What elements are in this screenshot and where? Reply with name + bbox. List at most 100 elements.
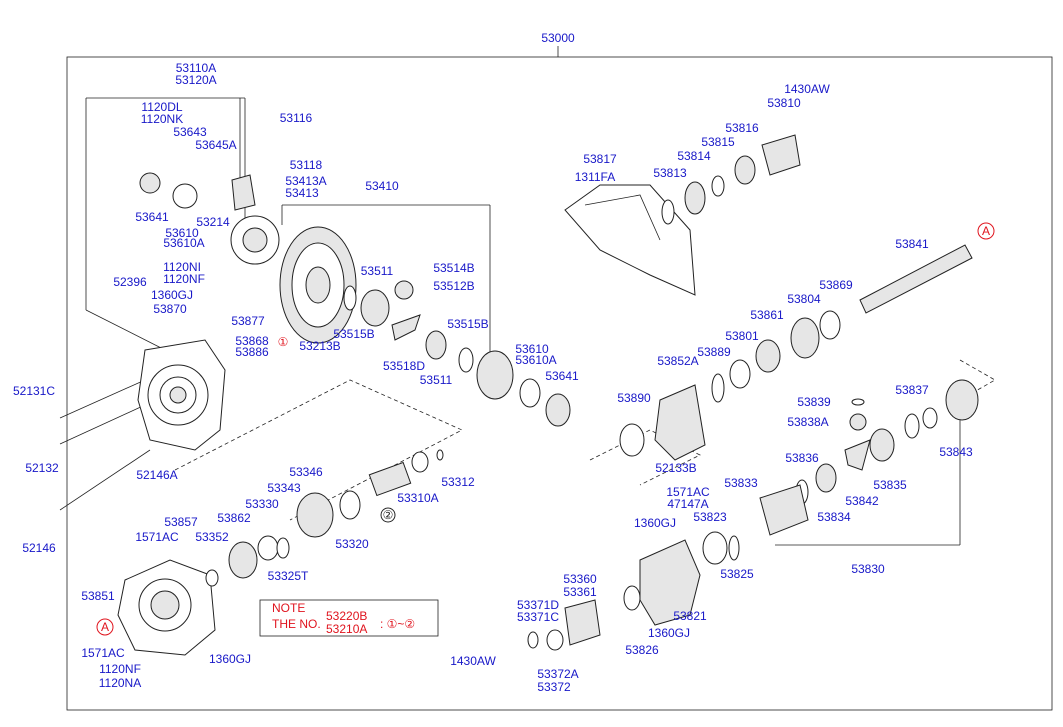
- ref-2: ②: [383, 508, 394, 522]
- transfer-housing-drawing: [564, 134, 801, 296]
- bearing-cap-drawing: [139, 172, 280, 265]
- ref-a-upper: A: [982, 224, 990, 238]
- part-label-53214: 53214: [196, 215, 230, 229]
- part-label-53312: 53312: [441, 475, 475, 489]
- ref-a-lower: A: [101, 620, 109, 634]
- front-differential-drawing: [759, 379, 979, 536]
- part-label-53643: 53643: [173, 125, 207, 139]
- part-label-1360gjb: 1360GJ: [209, 652, 251, 666]
- part-label-53830: 53830: [851, 562, 885, 576]
- note-code-1: 53220B: [326, 609, 367, 623]
- part-label-53889: 53889: [697, 345, 731, 359]
- output-shaft-drawing: [711, 244, 973, 403]
- part-label-52146: 52146: [22, 541, 56, 555]
- part-label-1360gjd: 1360GJ: [648, 626, 690, 640]
- part-label-53801: 53801: [725, 329, 759, 343]
- part-label-53870: 53870: [153, 302, 187, 316]
- part-label-53641b: 53641: [545, 369, 579, 383]
- part-label-53610b: 53610: [515, 342, 549, 356]
- part-label-53413a: 53413A: [285, 174, 326, 188]
- part-label-53833: 53833: [724, 476, 758, 490]
- pinion-shaft-drawing: [296, 449, 444, 538]
- part-label-53842: 53842: [845, 494, 879, 508]
- part-label-1120nk: 1120NK: [141, 112, 183, 126]
- part-label-53804: 53804: [787, 292, 821, 306]
- part-label-53330: 53330: [245, 497, 279, 511]
- part-label-53852a: 53852A: [657, 354, 698, 368]
- part-label-53835: 53835: [873, 478, 907, 492]
- part-label-53813: 53813: [653, 166, 687, 180]
- part-label-53641a: 53641: [135, 210, 169, 224]
- part-label-53413: 53413: [285, 186, 319, 200]
- note-range: : ①~②: [380, 617, 415, 631]
- part-label-1120nf: 1120NF: [163, 272, 205, 286]
- part-label-47147a: 47147A: [667, 497, 708, 511]
- part-label-53515bb: 53515B: [447, 317, 488, 331]
- part-label-53838a: 53838A: [787, 415, 828, 429]
- part-label-53610ab: 53610A: [515, 353, 556, 367]
- part-label-53518d: 53518D: [383, 359, 425, 373]
- part-label-53325t: 53325T: [268, 569, 309, 583]
- part-label-53841: 53841: [895, 237, 929, 251]
- part-label-53816: 53816: [725, 121, 759, 135]
- part-label-52132: 52132: [25, 461, 59, 475]
- part-label-53837: 53837: [895, 383, 929, 397]
- front-cover-drawing: [117, 535, 290, 656]
- part-label-53862: 53862: [217, 511, 251, 525]
- part-label-53360: 53360: [563, 572, 597, 586]
- part-label-52146a: 52146A: [136, 468, 177, 482]
- lower-housing-drawing: [527, 531, 740, 651]
- part-label-53514b: 53514B: [433, 261, 474, 275]
- part-label-53343: 53343: [267, 481, 301, 495]
- part-label-53371c: 53371C: [517, 610, 559, 624]
- part-label-53645a: 53645A: [195, 138, 236, 152]
- part-label-53511a: 53511: [361, 264, 394, 278]
- part-label-53861: 53861: [750, 308, 784, 322]
- part-label-53110a: 53110A: [176, 61, 216, 75]
- part-label-53886: 53886: [235, 345, 269, 359]
- part-label-53372: 53372: [537, 680, 571, 694]
- assembly-number: 53000: [541, 31, 575, 45]
- part-label-1311fa: 1311FA: [575, 170, 615, 184]
- part-label-53346: 53346: [289, 465, 323, 479]
- part-label-53320: 53320: [335, 537, 369, 551]
- part-label-53610aa: 53610A: [163, 236, 204, 250]
- part-label-53815: 53815: [701, 135, 735, 149]
- part-label-53512b: 53512B: [433, 279, 474, 293]
- part-label-53116: 53116: [280, 111, 313, 125]
- part-label-1120ni: 1120NI: [163, 260, 201, 274]
- reference-markers: A A ① ②: [96, 222, 995, 636]
- part-label-53877: 53877: [231, 314, 265, 328]
- part-label-53839: 53839: [797, 395, 831, 409]
- part-label-1360gjc: 1360GJ: [634, 516, 676, 530]
- note-prefix: THE NO.: [272, 617, 321, 631]
- part-label-53821: 53821: [673, 609, 707, 623]
- part-label-53857: 53857: [164, 515, 198, 529]
- part-label-53118: 53118: [290, 158, 323, 172]
- part-label-53825: 53825: [720, 567, 754, 581]
- part-label-1430awa: 1430AW: [784, 82, 830, 96]
- part-label-53810: 53810: [767, 96, 801, 110]
- part-label-53361: 53361: [563, 585, 597, 599]
- rear-housing-drawing: [619, 384, 706, 461]
- part-label-52131c: 52131C: [13, 384, 55, 398]
- part-label-53817: 53817: [583, 152, 617, 166]
- part-label-53610a: 53610: [165, 226, 199, 240]
- part-label-53515ba: 53515B: [333, 327, 374, 341]
- note-box: NOTE THE NO. 53220B 53210A : ①~②: [259, 599, 439, 637]
- part-label-1430awb: 1430AW: [450, 654, 496, 668]
- ref-1: ①: [278, 335, 289, 349]
- part-label-53834: 53834: [817, 510, 851, 524]
- part-label-1571acb: 1571AC: [81, 646, 125, 660]
- part-labels: 53110A53120A1120DL1120NK5364353645A53116…: [13, 61, 973, 694]
- part-label-53511b: 53511: [420, 373, 453, 387]
- part-label-52396: 52396: [113, 275, 147, 289]
- note-code-2: 53210A: [326, 622, 367, 636]
- part-label-53120a: 53120A: [175, 73, 216, 87]
- part-label-53869: 53869: [819, 278, 853, 292]
- part-label-1571aca: 1571AC: [135, 530, 179, 544]
- part-label-53310a: 53310A: [397, 491, 438, 505]
- part-label-1120nf2: 1120NF: [99, 662, 141, 676]
